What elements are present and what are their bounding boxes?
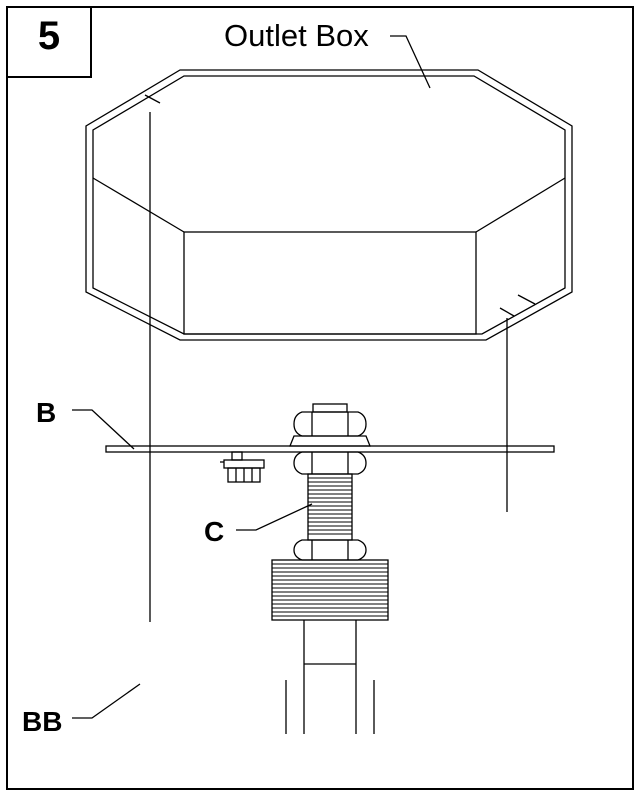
nipple-threads bbox=[308, 477, 352, 535]
plate-label: B bbox=[36, 397, 56, 428]
outlet-box-leader-line bbox=[390, 35, 431, 89]
bottom-hex-nut bbox=[293, 539, 367, 561]
coupling-threads bbox=[272, 563, 388, 617]
diagram-frame bbox=[6, 6, 634, 790]
step-number-box bbox=[6, 6, 92, 78]
bar-leader-line bbox=[72, 683, 141, 719]
nipple-leader-line bbox=[236, 503, 313, 531]
step-number: 5 bbox=[37, 14, 61, 58]
plate-leader-line bbox=[72, 409, 135, 450]
outlet-box bbox=[85, 69, 573, 341]
ground-screw bbox=[220, 451, 265, 483]
mounting-plate bbox=[105, 445, 555, 453]
outlet-box-label: Outlet Box bbox=[224, 18, 369, 53]
threaded-coupling bbox=[271, 559, 389, 621]
lower-hex-nut bbox=[293, 451, 367, 475]
bar-label: BB bbox=[22, 706, 62, 737]
pipe-stem bbox=[285, 620, 375, 734]
top-hex-nut bbox=[289, 403, 371, 447]
nipple-label: C bbox=[204, 516, 224, 547]
